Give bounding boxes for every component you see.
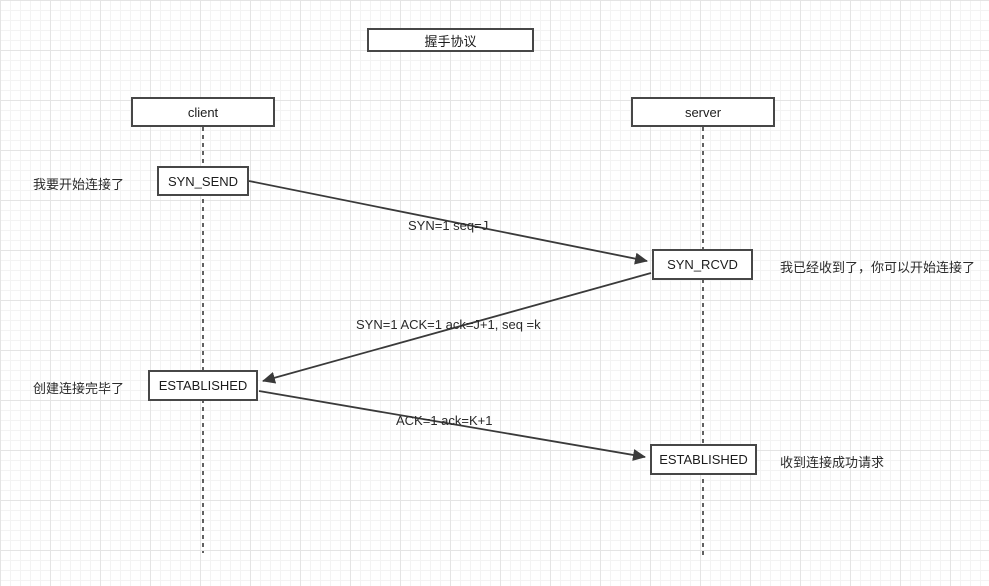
actor-client-box: client [131,97,275,127]
annotation-server-success: 收到连接成功请求 [780,455,885,470]
syn-ack-message-label: SYN=1 ACK=1 ack=J+1, seq =k [356,317,541,332]
ack-arrow [258,390,646,461]
syn-ack-arrow [262,272,652,384]
syn-message-label: SYN=1 seq=J [408,218,489,233]
state-client-established-box: ESTABLISHED [148,370,258,401]
state-syn-rcvd-box: SYN_RCVD [652,249,753,280]
actor-server-box: server [631,97,775,127]
state-server-established-label: ESTABLISHED [659,452,748,467]
diagram-title: 握手协议 [424,33,477,49]
diagram-title-box: 握手协议 [367,28,534,52]
state-client-established-label: ESTABLISHED [158,378,248,393]
annotation-client-start: 我要开始连接了 [33,177,125,192]
annotation-client-done: 创建连接完毕了 [33,381,125,396]
state-syn-rcvd-label: SYN_RCVD [667,257,738,272]
annotation-server-received: 我已经收到了，你可以开始连接了 [780,260,976,275]
syn-arrow [248,180,648,265]
state-syn-send-box: SYN_SEND [157,166,249,196]
ack-message-label: ACK=1 ack=K+1 [396,413,493,428]
state-server-established-box: ESTABLISHED [650,444,757,475]
state-syn-send-label: SYN_SEND [167,173,239,189]
actor-client-label: client [187,104,219,120]
actor-server-label: server [684,104,722,120]
